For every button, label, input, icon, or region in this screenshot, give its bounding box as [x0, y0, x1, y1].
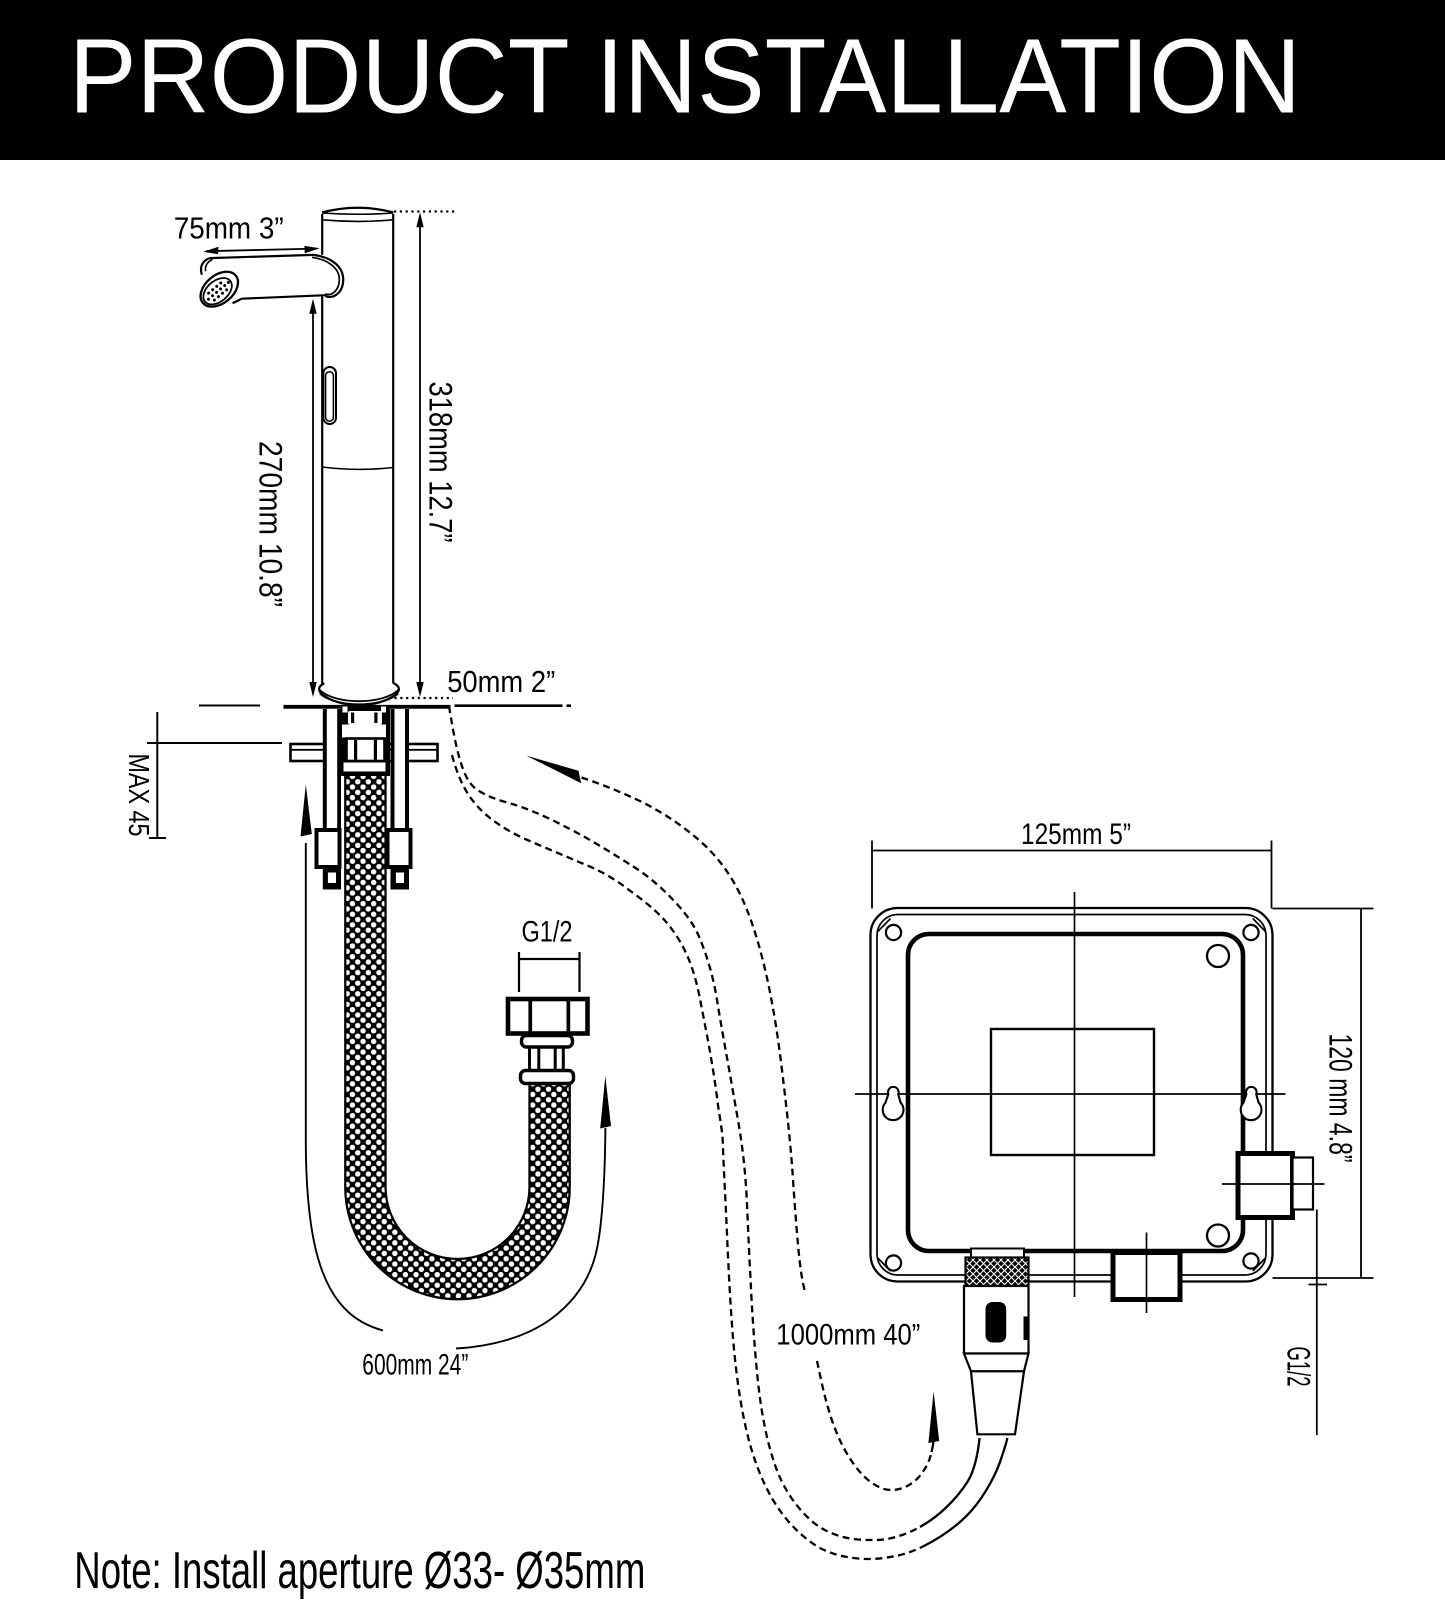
svg-text:600mm 24”: 600mm 24” [362, 1349, 468, 1382]
svg-text:1000mm 40”: 1000mm 40” [776, 1319, 920, 1352]
svg-text:50mm 2”: 50mm 2” [447, 664, 555, 699]
svg-text:Note: Install aperture Ø33- Ø3: Note: Install aperture Ø33- Ø35mm [74, 1542, 645, 1600]
svg-text:120 mm 4.8”: 120 mm 4.8” [1323, 1034, 1359, 1163]
svg-text:G1/2: G1/2 [522, 916, 573, 949]
svg-text:125mm 5”: 125mm 5” [1021, 818, 1131, 851]
svg-text:270mm 10.8”: 270mm 10.8” [253, 441, 289, 607]
svg-text:318mm 12.7”: 318mm 12.7” [423, 382, 459, 543]
svg-text:MAX 45: MAX 45 [122, 754, 154, 837]
svg-text:G1/2: G1/2 [1281, 1347, 1317, 1387]
svg-text:PRODUCT INSTALLATION: PRODUCT INSTALLATION [69, 18, 1301, 136]
svg-text:75mm 3”: 75mm 3” [174, 211, 284, 246]
